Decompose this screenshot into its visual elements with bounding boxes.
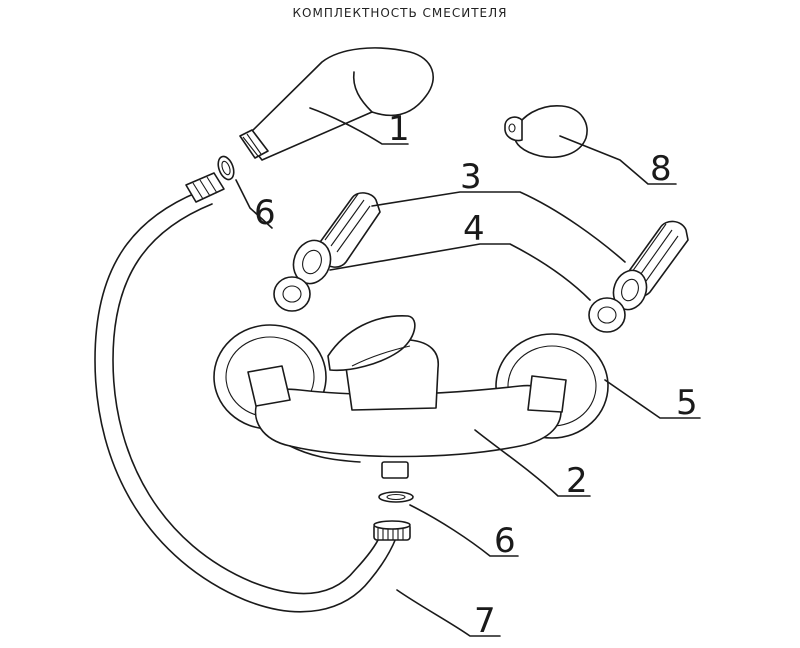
eccentric-right — [612, 220, 689, 311]
callout-6-upper: 6 — [254, 193, 276, 233]
callout-4: 4 — [463, 209, 485, 249]
callout-7: 7 — [474, 601, 496, 641]
callout-8: 8 — [650, 149, 672, 189]
leader-lines — [235, 107, 701, 637]
callout-numbers: 1 2 3 4 5 6 6 7 8 — [254, 109, 698, 641]
callout-2: 2 — [566, 461, 588, 501]
gasket-lower — [378, 491, 414, 503]
shower-holder — [504, 105, 588, 158]
mixer-body — [247, 315, 567, 479]
eccentric-left — [292, 192, 381, 285]
decor-nut-left — [273, 276, 311, 312]
callout-5: 5 — [676, 383, 698, 423]
callout-6-lower: 6 — [494, 521, 516, 561]
shower-hose — [94, 191, 397, 613]
gasket-upper — [217, 155, 235, 181]
callout-1: 1 — [388, 109, 410, 149]
decor-nut-right — [588, 297, 626, 333]
hose-connector-top — [185, 172, 225, 203]
diagram-title: КОМПЛЕКТНОСТЬ СМЕСИТЕЛЯ — [292, 6, 508, 20]
hose-connector-nut — [373, 520, 411, 541]
hand-shower — [239, 47, 434, 161]
callout-3: 3 — [460, 157, 482, 197]
